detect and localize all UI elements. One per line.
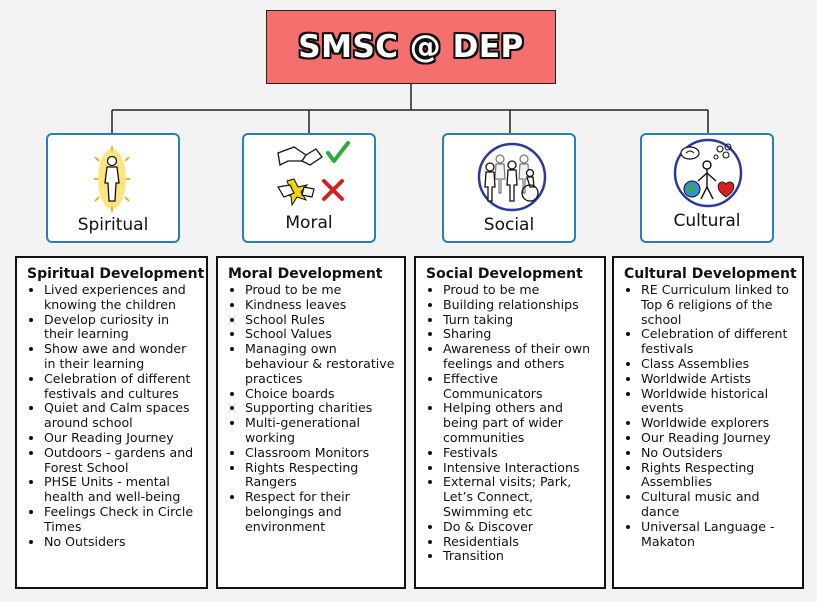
list-item: Respect for their belongings and environ… [245, 489, 398, 534]
list-item: PHSE Units - mental health and well-bein… [44, 475, 200, 505]
list-item: Transition [443, 549, 598, 564]
list-item: Do & Discover [443, 519, 598, 535]
list-item: School Rules [245, 312, 398, 328]
list-item: Lived experiences and knowing the childr… [44, 282, 200, 313]
list-box-cultural: Cultural Development RE Curriculum linke… [612, 256, 804, 589]
list-item: No Outsiders [641, 445, 796, 461]
card-label-moral: Moral [285, 213, 333, 233]
list-box-social: Social Development Proud to be me Buildi… [414, 256, 606, 589]
list-item: Multi-generational working [245, 415, 398, 446]
list-item: Managing own behaviour & restorative pra… [245, 341, 398, 386]
list-item: Residentials [443, 534, 598, 550]
list-item: Supporting charities [245, 401, 398, 416]
list-item: RE Curriculum linked to Top 6 religions … [641, 282, 796, 327]
card-label-social: Social [483, 215, 535, 235]
list-item: Rights Respecting Assemblies [641, 460, 796, 491]
list-social: Proud to be me Building relationships Tu… [426, 282, 598, 564]
list-item: Rights Respecting Rangers [245, 460, 398, 491]
list-item: Building relationships [443, 297, 598, 313]
list-cultural: RE Curriculum linked to Top 6 religions … [624, 282, 796, 550]
list-item: Awareness of their own feelings and othe… [443, 341, 598, 372]
list-heading-cultural: Cultural Development [624, 266, 797, 282]
list-item: Proud to be me [245, 282, 398, 298]
list-heading-spiritual: Spiritual Development [27, 266, 205, 282]
list-item: Quiet and Calm spaces around school [44, 401, 200, 431]
list-item: Festivals [443, 445, 598, 461]
list-item: Universal Language - Makaton [641, 519, 796, 550]
card-cultural: Cultural [640, 133, 774, 243]
list-heading-moral: Moral Development [228, 266, 383, 282]
list-item: Our Reading Journey [44, 430, 200, 446]
list-item: Outdoors - gardens and Forest School [44, 445, 200, 476]
list-item: Celebration of different festivals and c… [44, 371, 200, 402]
card-moral: Moral [242, 133, 376, 243]
right-wrong-handshake-icon [277, 141, 350, 207]
list-moral: Proud to be me Kindness leaves School Ru… [228, 282, 398, 535]
card-social: Social [442, 133, 576, 243]
list-item: Show awe and wonder in their learning [44, 341, 200, 372]
list-item: Kindness leaves [245, 297, 398, 313]
list-spiritual: Lived experiences and knowing the childr… [27, 282, 200, 550]
list-item: Celebration of different festivals [641, 327, 796, 357]
list-item: Cultural music and dance [641, 489, 796, 520]
list-item: No Outsiders [44, 534, 200, 550]
title-box: SMSC @ DEP [266, 10, 556, 84]
list-item: Worldwide explorers [641, 415, 796, 431]
list-item: Classroom Monitors [245, 445, 398, 461]
list-item: Worldwide Artists [641, 371, 796, 387]
list-item: Sharing [443, 327, 598, 342]
card-spiritual: Spiritual [46, 133, 180, 243]
list-item: Intensive Interactions [443, 460, 598, 476]
list-item: Develop curiosity in their learning [44, 312, 200, 343]
community-people-icon [477, 142, 547, 212]
list-item: Choice boards [245, 386, 398, 402]
page-title: SMSC @ DEP [298, 29, 524, 65]
glowing-person-icon [94, 146, 130, 212]
card-label-spiritual: Spiritual [77, 215, 149, 235]
list-item: Class Assemblies [641, 356, 796, 372]
culture-world-icon [673, 138, 743, 208]
list-item: Effective Communicators [443, 371, 598, 402]
list-box-spiritual: Spiritual Development Lived experiences … [15, 256, 208, 589]
list-item: External visits; Park, Let’s Connect, Sw… [443, 474, 598, 519]
list-item: Our Reading Journey [641, 430, 796, 446]
list-item: Proud to be me [443, 282, 598, 298]
list-item: School Values [245, 327, 398, 342]
list-box-moral: Moral Development Proud to be me Kindnes… [216, 256, 406, 589]
list-item: Helping others and being part of wider c… [443, 400, 598, 445]
list-item: Turn taking [443, 312, 598, 328]
list-item: Feelings Check in Circle Times [44, 504, 200, 535]
list-heading-social: Social Development [426, 266, 583, 282]
list-item: Worldwide historical events [641, 386, 796, 417]
card-label-cultural: Cultural [673, 211, 741, 231]
